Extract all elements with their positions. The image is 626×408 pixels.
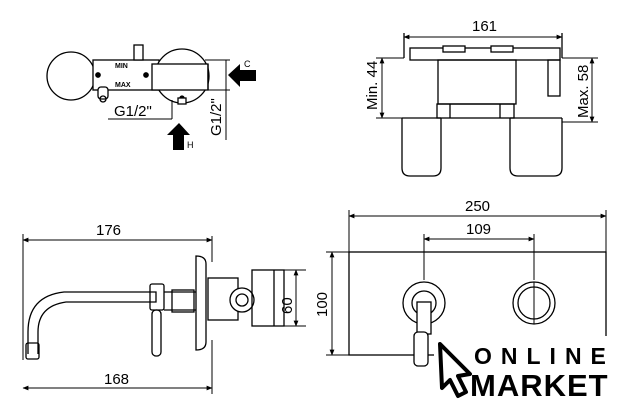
cursor-icon <box>438 342 472 398</box>
cold-inlet-label: C <box>244 59 251 69</box>
valve-top-lug <box>133 44 144 61</box>
top-view-width-label: 161 <box>472 18 497 35</box>
valve-body-view <box>46 44 210 105</box>
front-view <box>326 210 607 367</box>
min-depth-label: Min. 44 <box>364 61 381 110</box>
hot-inlet-arrow-icon <box>167 123 190 150</box>
thread-label-vertical: G1/2" <box>208 98 225 136</box>
valve-left-circle <box>46 51 96 101</box>
valve-min-label: MIN <box>115 63 128 70</box>
logo-line2: MARKET <box>470 368 609 403</box>
overall-length-label: 176 <box>96 222 121 239</box>
max-depth-label: Max. 58 <box>575 65 592 118</box>
front-plate-height-label: 100 <box>314 292 331 317</box>
handle-spacing-label: 109 <box>466 221 491 238</box>
side-view <box>22 234 306 394</box>
cold-inlet-arrow-icon <box>228 64 256 87</box>
logo-line1: ONLINE <box>474 343 615 369</box>
online-market-logo: ONLINE MARKET <box>434 336 615 403</box>
spout-length-label: 168 <box>104 371 129 388</box>
plate-width-label: 250 <box>465 198 490 215</box>
side-plate-height-label: 60 <box>279 297 296 314</box>
valve-max-label: MAX <box>115 82 131 89</box>
top-view <box>376 33 598 177</box>
thread-label-horizontal: G1/2" <box>114 103 152 120</box>
valve-dimension-lines <box>108 59 230 140</box>
hot-inlet-label: H <box>187 140 194 150</box>
valve-right-body <box>151 63 209 91</box>
